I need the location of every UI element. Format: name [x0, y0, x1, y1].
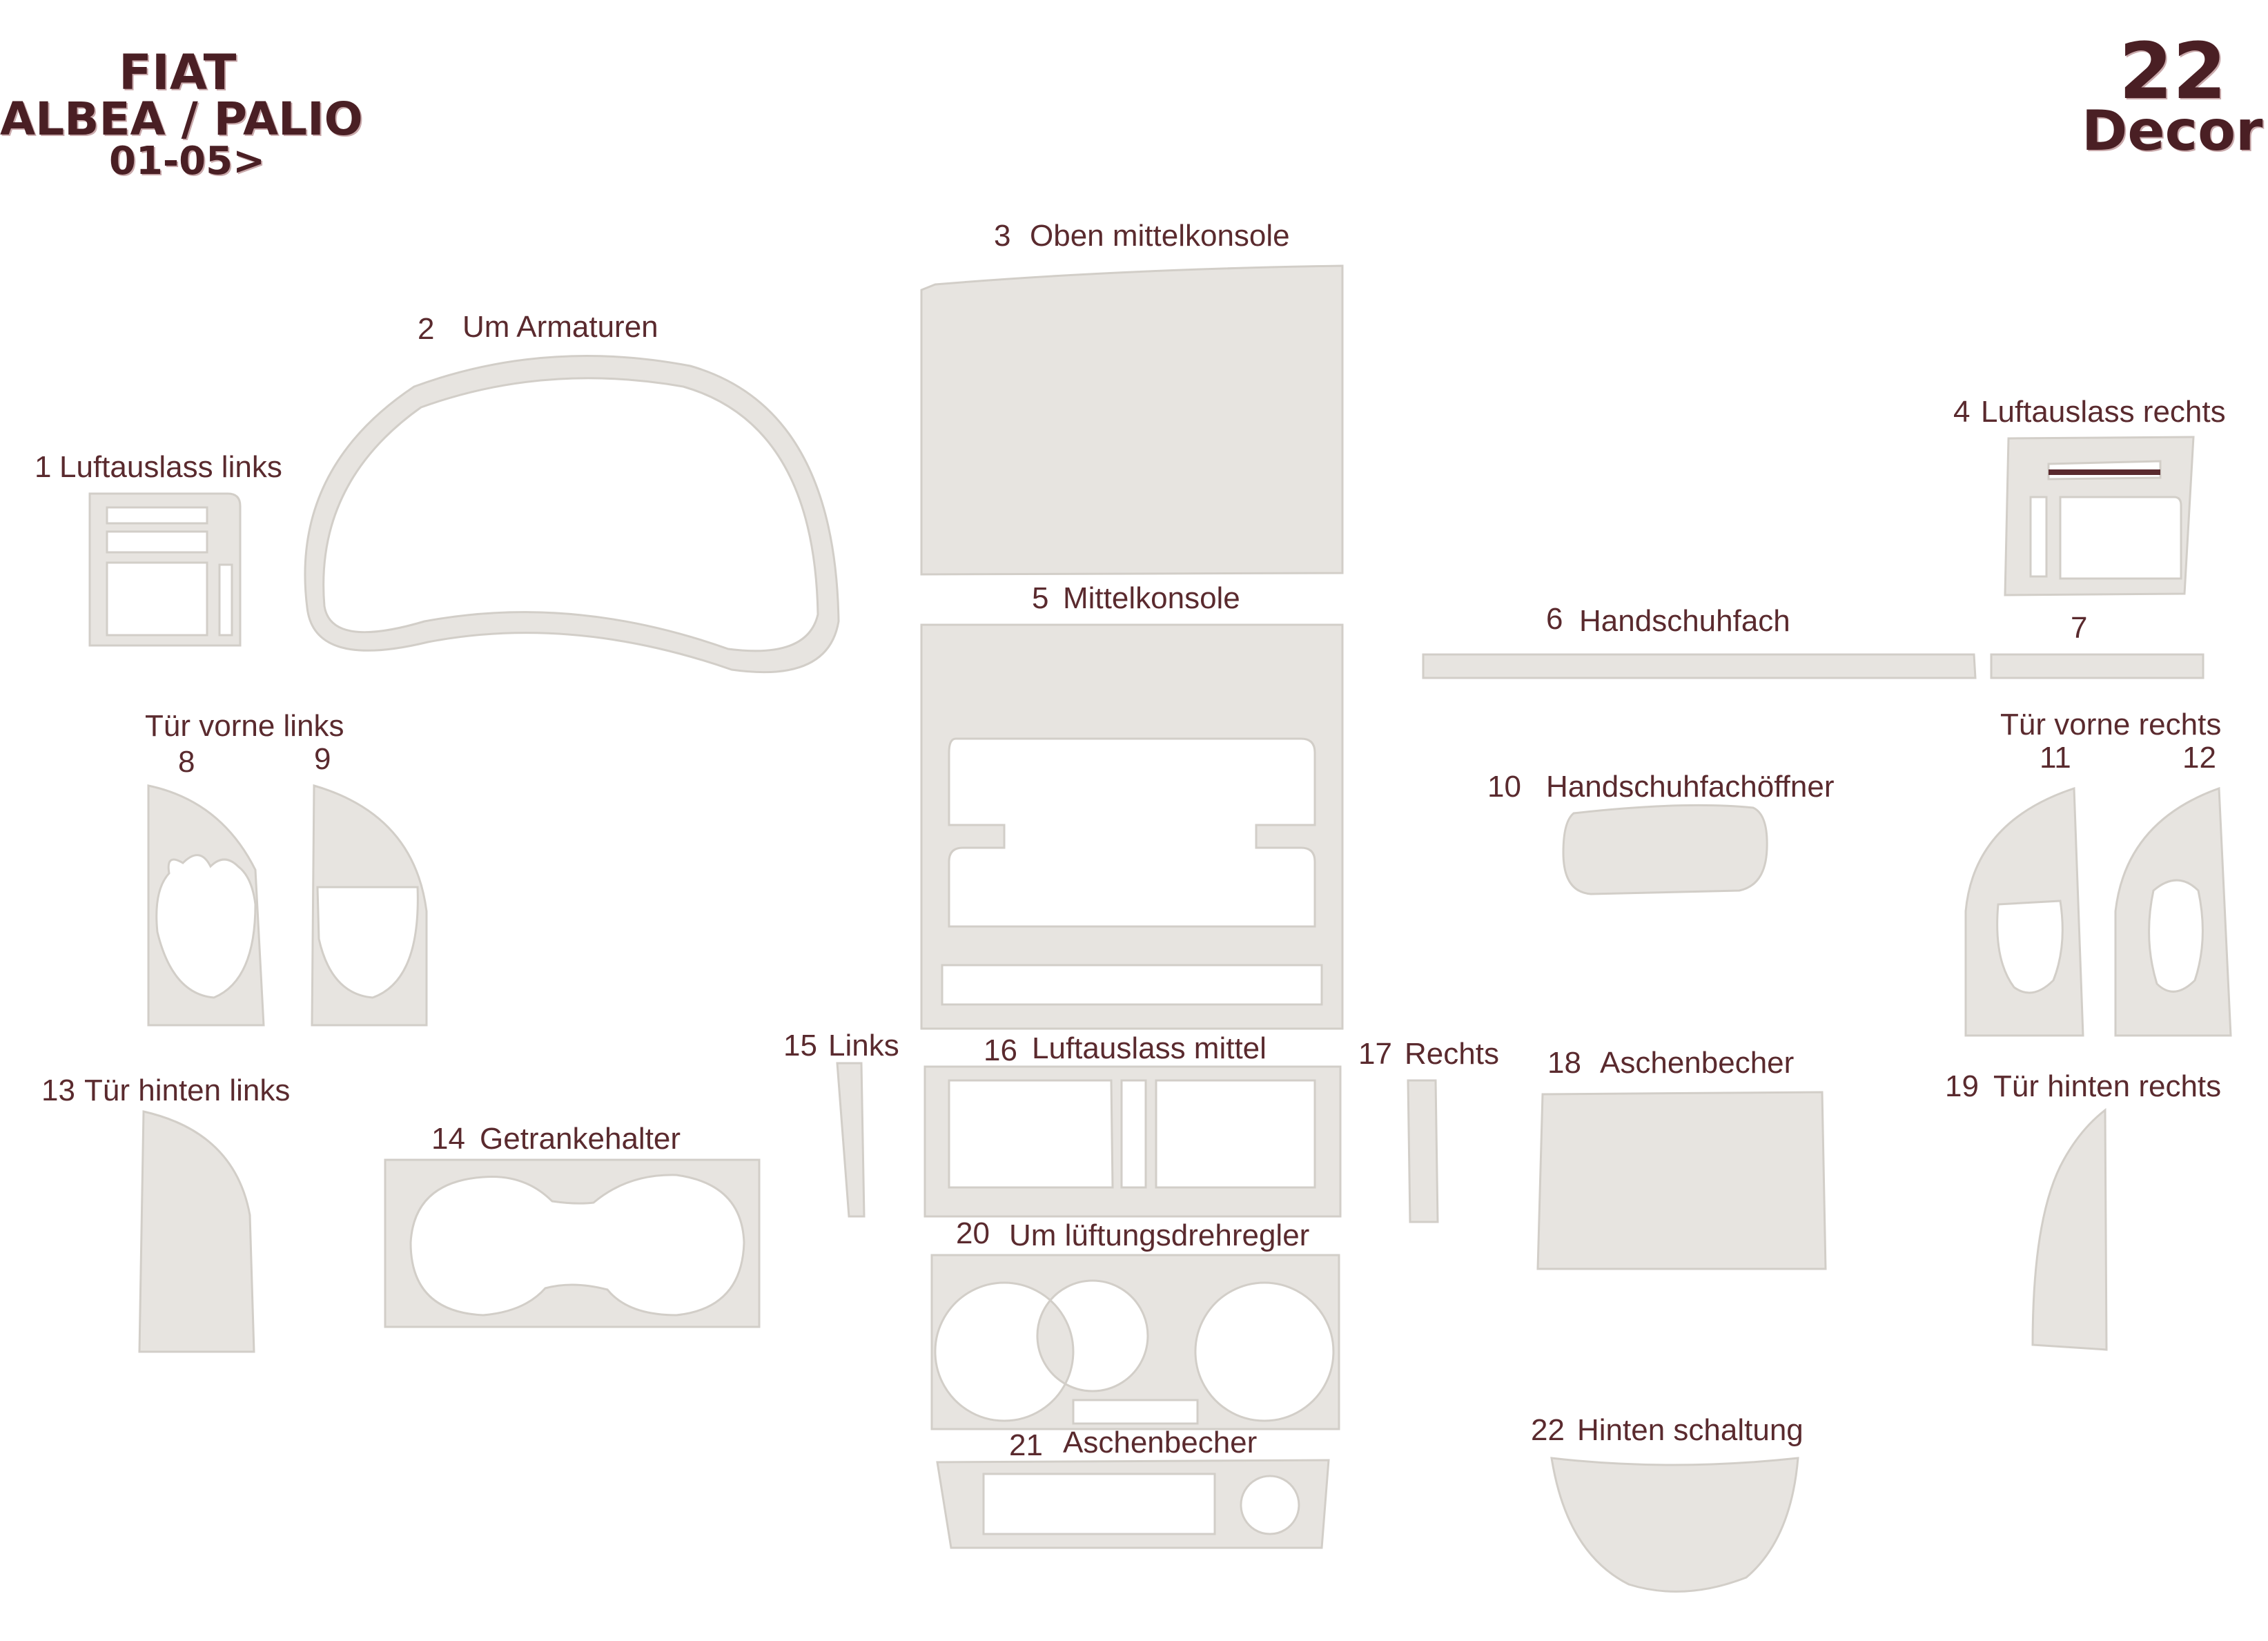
part-14-number: 14 — [431, 1122, 465, 1156]
part-15-links — [836, 1062, 866, 1218]
part-8 — [147, 784, 265, 1027]
part-5-mittelkonsole — [920, 623, 1344, 1030]
part-20-number: 20 — [956, 1216, 990, 1250]
part-16-name: Luftauslass mittel — [1032, 1031, 1267, 1065]
part-4-name: Luftauslass rechts — [1981, 395, 2226, 429]
part-18-aschenbecher — [1536, 1091, 1827, 1270]
part-15-name: Links — [828, 1029, 899, 1062]
part-21-name: Aschenbecher — [1063, 1426, 1258, 1459]
part-6-handschuhfach — [1422, 653, 1977, 679]
part-4-vent-slot-mark — [2049, 469, 2160, 475]
part-17-number: 17 — [1358, 1037, 1392, 1071]
piece-count: 22 — [2119, 27, 2227, 117]
years-title: 01-05> — [109, 139, 266, 184]
part-22-name: Hinten schaltung — [1577, 1413, 1803, 1447]
part-21-aschenbecher — [936, 1459, 1330, 1549]
part-2-number: 2 — [418, 312, 435, 346]
kit-type: Decor — [2082, 99, 2263, 163]
group-door-front-left: Tür vorne links — [145, 709, 344, 743]
part-16-luftauslass-mittel — [923, 1065, 1342, 1218]
part-7-number: 7 — [2071, 611, 2088, 645]
part-19-name: Tür hinten rechts — [1993, 1069, 2222, 1103]
model-title: ALBEA / PALIO — [0, 93, 363, 146]
part-4-luftauslass-rechts — [2004, 436, 2195, 596]
part-3-oben-mittelkonsole — [920, 264, 1344, 576]
part-12-number: 12 — [2182, 741, 2216, 775]
part-18-number: 18 — [1547, 1046, 1581, 1080]
part-3-number: 3 — [994, 219, 1011, 253]
part-5-number: 5 — [1032, 581, 1049, 615]
part-5-name: Mittelkonsole — [1063, 581, 1240, 615]
part-15-number: 15 — [783, 1029, 817, 1062]
part-11-number: 11 — [2040, 741, 2071, 775]
brand-title: FIAT — [119, 44, 237, 101]
part-10-number: 10 — [1487, 770, 1521, 804]
part-19-tuer-hinten-rechts — [2031, 1107, 2108, 1351]
group-door-front-right: Tür vorne rechts — [2000, 708, 2222, 741]
part-4-number: 4 — [1953, 395, 1971, 429]
part-1-luftauslass-links — [88, 492, 242, 647]
part-21-number: 21 — [1009, 1428, 1043, 1462]
part-8-number: 8 — [178, 745, 195, 779]
part-7 — [1990, 653, 2205, 679]
part-20-name: Um lüftungsdrehregler — [1009, 1218, 1310, 1252]
part-13-name: Tür hinten links — [84, 1074, 291, 1107]
part-17-rechts — [1407, 1079, 1439, 1223]
part-18-name: Aschenbecher — [1600, 1046, 1795, 1080]
part-1-number: 1 — [35, 450, 52, 484]
part-2-um-armaturen — [304, 354, 840, 674]
part-1-name: Luftauslass links — [59, 450, 282, 484]
part-11 — [1964, 786, 2084, 1037]
part-22-hinten-schaltung — [1550, 1457, 1799, 1593]
part-20-um-lueftungsdrehregler — [930, 1254, 1340, 1430]
part-14-getrankehalter — [384, 1158, 761, 1328]
part-12 — [2114, 786, 2232, 1037]
part-9 — [311, 784, 428, 1027]
part-13-number: 13 — [41, 1074, 75, 1107]
part-13-tuer-hinten-links — [138, 1110, 255, 1353]
part-16-number: 16 — [984, 1033, 1017, 1067]
part-3-name: Oben mittelkonsole — [1030, 219, 1290, 253]
part-14-name: Getrankehalter — [480, 1122, 681, 1156]
part-6-number: 6 — [1546, 602, 1563, 636]
part-17-name: Rechts — [1405, 1037, 1499, 1071]
part-19-number: 19 — [1945, 1069, 1979, 1103]
part-2-name: Um Armaturen — [462, 310, 658, 344]
part-9-number: 9 — [314, 742, 331, 776]
part-6-name: Handschuhfach — [1579, 604, 1790, 638]
part-10-handschuhfachoeffner — [1562, 804, 1768, 895]
part-22-number: 22 — [1531, 1413, 1565, 1447]
part-10-name: Handschuhfachöffner — [1546, 770, 1835, 804]
